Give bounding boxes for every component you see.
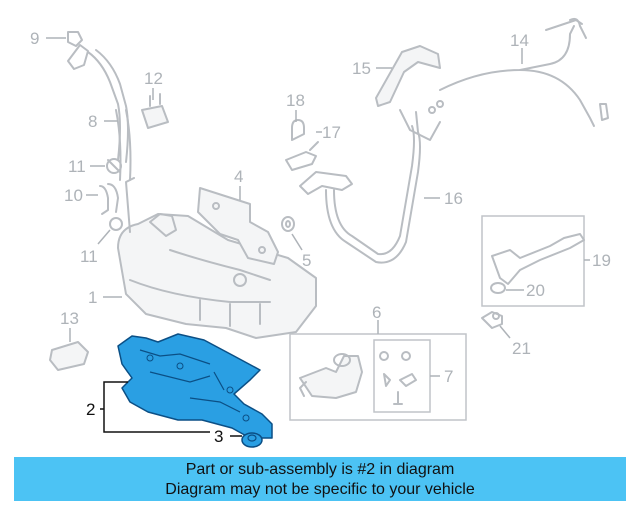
part-1-fuel-tank	[117, 177, 317, 339]
part-18-clip	[291, 119, 305, 141]
banner-line-1: Part or sub-assembly is #2 in diagram	[185, 461, 455, 478]
info-banner: Part or sub-assembly is #2 in diagram Di…	[14, 457, 626, 501]
callout-7: 7	[444, 367, 453, 386]
part-4-bracket	[197, 187, 279, 265]
callout-1: 1	[88, 288, 97, 307]
parts-diagram: 9 12 8 11 10 11 1	[30, 17, 611, 448]
callout-2: 2	[86, 400, 95, 419]
callout-12: 12	[144, 69, 163, 88]
part-5-grommet	[281, 216, 295, 232]
part-10-hose	[99, 183, 119, 215]
callout-21: 21	[512, 339, 531, 358]
part-11-clamp-upper	[106, 158, 122, 174]
callout-9: 9	[30, 29, 39, 48]
callout-19: 19	[592, 251, 611, 270]
callout-16: 16	[444, 189, 463, 208]
part-21-sensor	[481, 311, 503, 329]
callout-5: 5	[302, 251, 311, 270]
callout-8: 8	[88, 112, 97, 131]
part-12-module	[141, 93, 169, 129]
part-17-bracket	[285, 141, 319, 171]
callout-6: 6	[372, 303, 381, 322]
callout-15: 15	[352, 59, 371, 78]
callout-11-lower: 11	[80, 247, 98, 266]
callout-20: 20	[526, 281, 545, 300]
part-11-clamp-lower	[109, 217, 123, 231]
callout-11-upper: 11	[68, 157, 86, 176]
callout-3: 3	[214, 427, 223, 446]
callout-14: 14	[510, 31, 529, 50]
banner-line-2: Diagram may not be specific to your vehi…	[165, 481, 475, 498]
part-2-shield-highlighted	[117, 333, 273, 439]
callout-13: 13	[60, 309, 79, 328]
part-15-bracket	[375, 45, 444, 141]
callout-18: 18	[286, 91, 305, 110]
part-3-fastener	[241, 432, 263, 448]
part-14-harness	[439, 17, 609, 127]
part-19-group-box	[481, 215, 585, 307]
callout-17: 17	[322, 123, 341, 142]
part-6-group-box	[289, 333, 467, 421]
part-16-hose	[299, 111, 421, 264]
part-13-bracket	[49, 341, 89, 371]
callout-4: 4	[234, 167, 243, 186]
callout-10: 10	[64, 186, 83, 205]
